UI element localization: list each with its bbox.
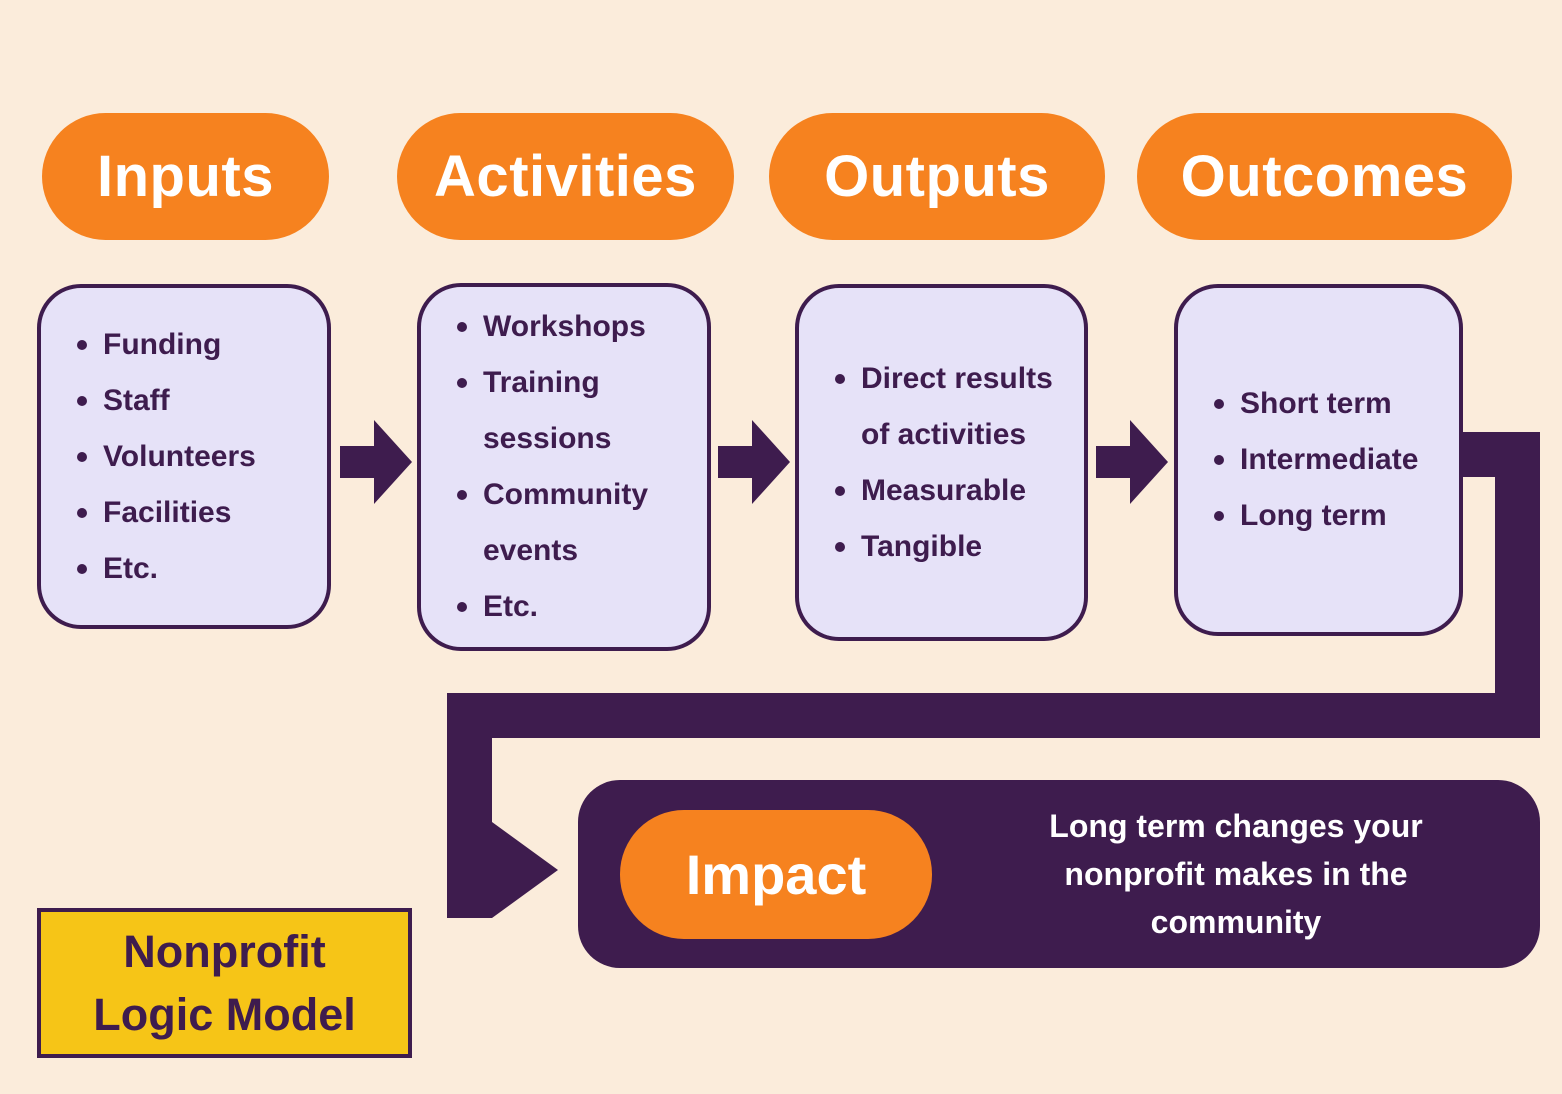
activities-list: Workshops Training sessions Community ev… — [451, 299, 697, 635]
diagram-title: Nonprofit Logic Model — [93, 926, 356, 1040]
header-pill-activities: Activities — [397, 113, 734, 240]
list-item: Intermediate — [1208, 432, 1418, 488]
outputs-box: Direct results of activities Measurable … — [795, 284, 1088, 641]
list-item: Funding — [71, 317, 256, 373]
list-item: Volunteers — [71, 429, 256, 485]
impact-panel: Impact Long term changes your nonprofit … — [578, 780, 1540, 968]
list-item: Short term — [1208, 376, 1418, 432]
header-pill-inputs: Inputs — [42, 113, 329, 240]
list-item: Community events — [451, 467, 697, 579]
list-item: Direct results of activities — [829, 351, 1074, 463]
inputs-box: Funding Staff Volunteers Facilities Etc. — [37, 284, 331, 629]
header-label-outcomes: Outcomes — [1180, 144, 1469, 209]
list-item: Facilities — [71, 485, 256, 541]
flow-arrow-icon — [1096, 420, 1168, 504]
header-pill-outcomes: Outcomes — [1137, 113, 1512, 240]
list-item: Tangible — [829, 519, 1074, 575]
header-pill-outputs: Outputs — [769, 113, 1105, 240]
activities-box: Workshops Training sessions Community ev… — [417, 283, 711, 651]
header-label-outputs: Outputs — [824, 144, 1050, 209]
list-item: Etc. — [71, 541, 256, 597]
outputs-list: Direct results of activities Measurable … — [829, 351, 1074, 575]
list-item: Long term — [1208, 488, 1418, 544]
header-label-inputs: Inputs — [97, 144, 274, 209]
connector-arrowhead-icon — [492, 822, 558, 918]
list-item: Workshops — [451, 299, 697, 355]
header-label-activities: Activities — [434, 144, 697, 209]
connector-pipe-segment — [447, 693, 492, 918]
impact-label: Impact — [685, 842, 867, 906]
list-item: Measurable — [829, 463, 1074, 519]
flow-arrow-icon — [340, 420, 412, 504]
outcomes-box: Short term Intermediate Long term — [1174, 284, 1463, 636]
inputs-list: Funding Staff Volunteers Facilities Etc. — [71, 317, 256, 597]
impact-description: Long term changes your nonprofit makes i… — [1049, 808, 1423, 940]
list-item: Training sessions — [451, 355, 697, 467]
connector-pipe-segment — [447, 693, 1540, 738]
flow-arrow-icon — [718, 420, 790, 504]
diagram-title-box: Nonprofit Logic Model — [37, 908, 412, 1058]
list-item: Staff — [71, 373, 256, 429]
list-item: Etc. — [451, 579, 697, 635]
impact-pill: Impact — [620, 809, 932, 939]
connector-pipe-segment — [1495, 432, 1540, 738]
outcomes-list: Short term Intermediate Long term — [1208, 376, 1418, 544]
